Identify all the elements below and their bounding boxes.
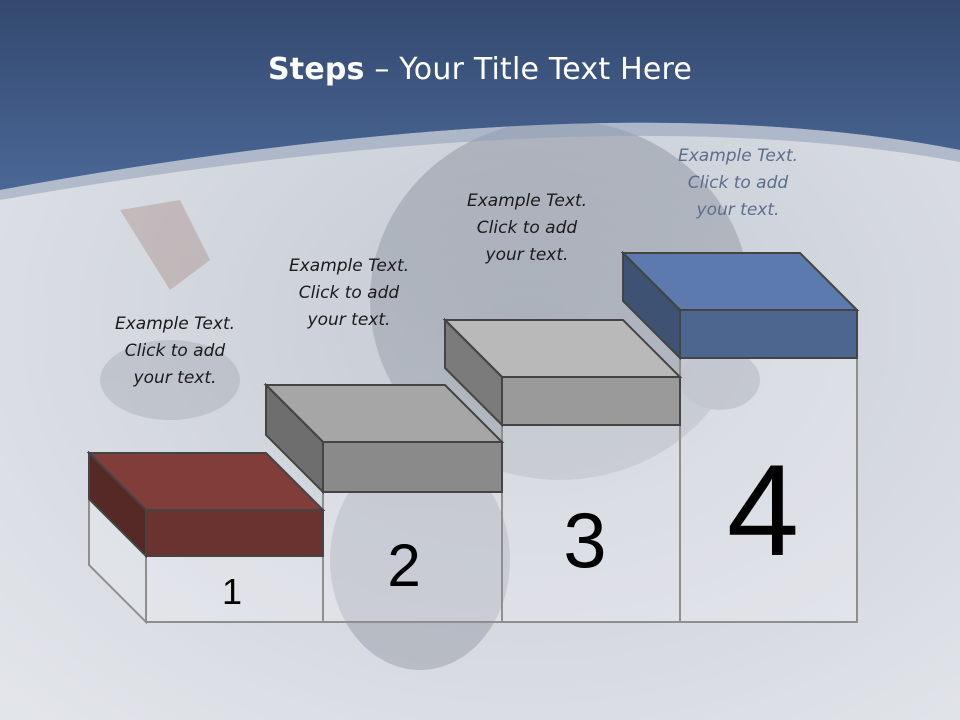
slide-title[interactable]: Steps – Your Title Text Here <box>0 52 960 87</box>
step-3-caption[interactable]: Example Text. Click to add your text. <box>442 188 612 269</box>
step-1-caption-line: Example Text. <box>114 314 236 334</box>
header-band <box>0 0 960 190</box>
step-1-number: 1 <box>222 571 242 612</box>
step-1-caption-line: your text. <box>133 368 217 388</box>
step-3-caption-line: Example Text. <box>466 191 588 211</box>
step-4-column <box>679 309 858 623</box>
step-3-lid-front <box>501 376 681 426</box>
step-4-caption-line: Click to add <box>687 173 789 193</box>
step-2-lid-front <box>322 441 503 493</box>
step-3-caption-line: your text. <box>485 245 569 265</box>
steps-layer: 1 2 3 4 <box>86 250 860 625</box>
step-1-caption-line: Click to add <box>124 341 226 361</box>
step-4-caption-line: Example Text. <box>677 146 799 166</box>
step-1-lid-front <box>145 509 324 557</box>
step-3-caption-line: Click to add <box>476 218 578 238</box>
step-2-caption-line: your text. <box>307 310 391 330</box>
step-2-number: 2 <box>387 532 420 599</box>
step-2-caption[interactable]: Example Text. Click to add your text. <box>264 253 434 334</box>
step-4-number: 4 <box>727 437 799 583</box>
step-1-caption[interactable]: Example Text. Click to add your text. <box>90 311 260 392</box>
title-bold: Steps <box>267 52 365 87</box>
step-4-lid-front <box>679 309 858 359</box>
header-swoosh-highlight <box>0 122 960 200</box>
step-2-caption-line: Click to add <box>298 283 400 303</box>
step-4-caption[interactable]: Example Text. Click to add your text. <box>653 143 823 224</box>
step-3-number: 3 <box>563 496 606 584</box>
title-rest: – Your Title Text Here <box>364 52 693 87</box>
step-2-caption-line: Example Text. <box>288 256 410 276</box>
step-4-caption-line: your text. <box>696 200 780 220</box>
